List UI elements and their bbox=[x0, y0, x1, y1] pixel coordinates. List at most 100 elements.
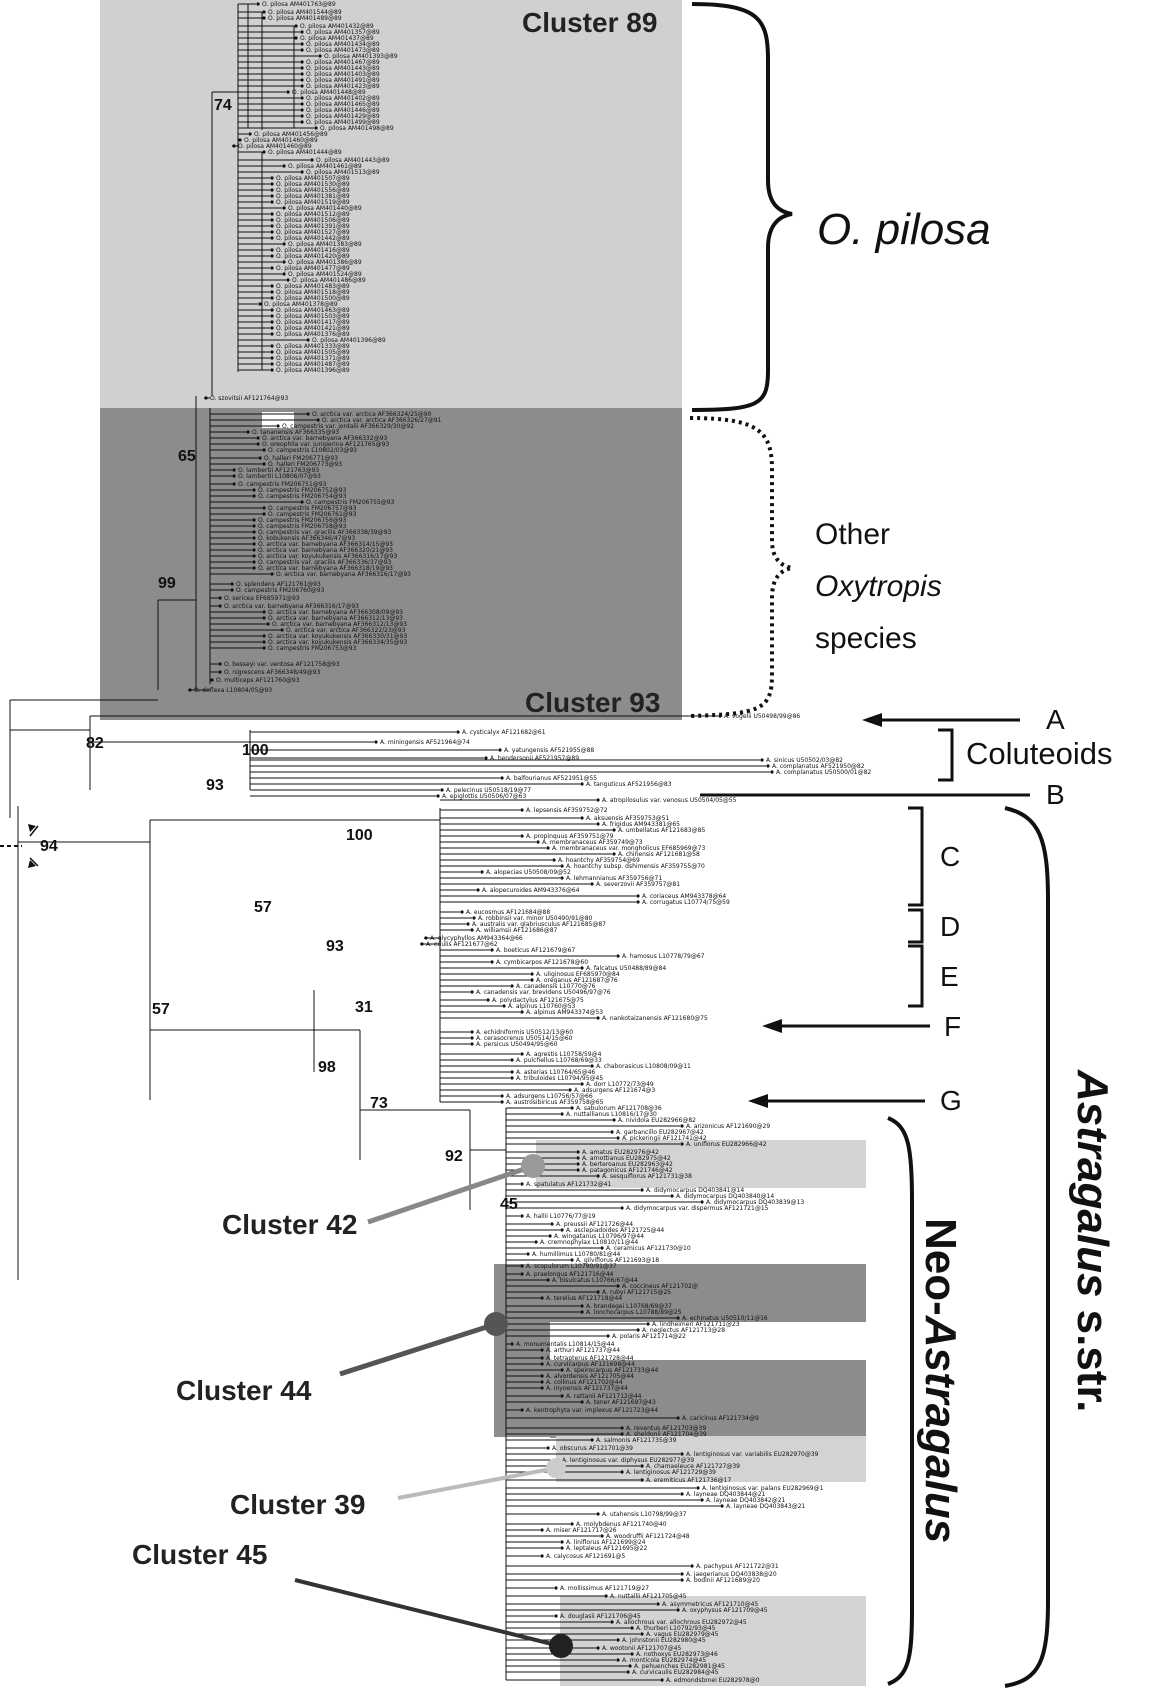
oxytropis-tip: O. deflexa L10804/05@93 bbox=[194, 687, 272, 694]
cluster-44-pointer bbox=[339, 1321, 497, 1377]
tip-marker bbox=[498, 748, 502, 752]
astragalus-tip: A. lepsensis AF359752@72 bbox=[526, 807, 608, 814]
neo-astragalus-tip: A. polaris AF121714@22 bbox=[612, 1333, 686, 1340]
tip-marker bbox=[510, 984, 514, 988]
tip-marker bbox=[262, 10, 266, 14]
neo-astragalus-tip: A. mollissimus AF121719@27 bbox=[560, 1585, 649, 1592]
neo-astragalus-tip: A. tener AF121697@43 bbox=[586, 1399, 656, 1406]
pilosa-tip: O. pilosa AM401518@89 bbox=[276, 289, 350, 296]
tip-marker bbox=[500, 1094, 504, 1098]
tip-marker bbox=[596, 1290, 600, 1294]
neo-astragalus-tip: A. oxyphysus AF121709@45 bbox=[682, 1607, 768, 1614]
tip-marker bbox=[262, 610, 266, 614]
neo-astragalus-tip: A. alvordensis AF121705@44 bbox=[546, 1373, 634, 1380]
oxytropis-tip: O. arctica var. arctica AF366326/27@91 bbox=[322, 417, 442, 424]
pilosa-tip: O. pilosa AM401524@89 bbox=[288, 271, 362, 278]
pilosa-tip: O. pilosa AM401446@89 bbox=[306, 107, 380, 114]
pilosa-tip: O. pilosa AM401456@89 bbox=[254, 131, 328, 138]
pilosa-tip: O. pilosa AM401505@89 bbox=[276, 349, 350, 356]
astragalus-tip: A. cerasocrenus U50514/15@60 bbox=[476, 1035, 573, 1042]
pilosa-tip: O. pilosa AM401396@89 bbox=[276, 367, 350, 374]
cluster-42-label: Cluster 42 bbox=[222, 1209, 357, 1240]
root-marker bbox=[0, 824, 39, 868]
tip-marker bbox=[656, 1602, 660, 1606]
tip-marker bbox=[270, 194, 274, 198]
astragalus-tip: A. severzovii AF359757@81 bbox=[596, 881, 680, 888]
neo-astragalus-tip: A. spatulatus AF121732@41 bbox=[526, 1181, 611, 1188]
pilosa-tip: O. pilosa AM401434@89 bbox=[306, 41, 380, 48]
tip-marker bbox=[262, 506, 266, 510]
neo-astragalus-tip: A. asymmetricus AF121710@45 bbox=[662, 1601, 758, 1608]
neo-astragalus-tip: A. collinus AF121702@44 bbox=[546, 1379, 623, 1386]
tip-marker bbox=[218, 604, 222, 608]
tip-marker bbox=[270, 254, 274, 258]
tip-marker bbox=[420, 942, 424, 946]
astragalus-tip: A. frigidus AM943381@65 bbox=[602, 821, 680, 828]
tip-marker bbox=[680, 1124, 684, 1128]
tip-marker bbox=[616, 1638, 620, 1642]
tip-marker bbox=[640, 1188, 644, 1192]
tip-labels: O. pilosa AM401763@89O. pilosa AM401544@… bbox=[188, 1, 871, 1684]
tip-marker bbox=[540, 1386, 544, 1390]
tip-marker bbox=[576, 1162, 580, 1166]
neo-astragalus-tip: A. wingatanus L10796/97@44 bbox=[554, 1233, 644, 1240]
tip-marker bbox=[256, 442, 260, 446]
pilosa-tip: O. pilosa AM401442@89 bbox=[276, 235, 350, 242]
pilosa-tip: O. pilosa AM401519@89 bbox=[276, 199, 350, 206]
tip-marker bbox=[256, 2, 260, 6]
tip-marker bbox=[576, 1150, 580, 1154]
astragalus-tip: A. canadensis var. brevidens U50496/97@7… bbox=[476, 989, 611, 996]
tip-marker bbox=[300, 72, 304, 76]
clade-d-label: D bbox=[940, 911, 960, 942]
astragalus-tip: A. umbellatus AF121683@85 bbox=[618, 827, 705, 834]
tip-marker bbox=[252, 566, 256, 570]
tip-marker bbox=[232, 468, 236, 472]
neo-astragalus-tip: A. utahensis L10798/99@37 bbox=[602, 1511, 687, 1518]
astragalus-tip: A. williamsii AF121686@87 bbox=[476, 927, 558, 934]
neo-astragalus-tip: A. pickeringii AF121741@42 bbox=[622, 1135, 707, 1142]
tip-marker bbox=[232, 144, 236, 148]
neo-astragalus-tip: A. layneae DQ403842@21 bbox=[706, 1497, 786, 1504]
tip-marker bbox=[554, 1586, 558, 1590]
tip-marker bbox=[616, 954, 620, 958]
pilosa-tip: O. pilosa AM401544@89 bbox=[268, 9, 342, 16]
tip-marker bbox=[252, 554, 256, 558]
support-92: 92 bbox=[445, 1148, 463, 1165]
clade-b-label: B bbox=[1046, 779, 1065, 810]
astragalus-tip: A. nankotaizanensis AF121680@75 bbox=[602, 1015, 708, 1022]
neo-astragalus-tip: A. reventus AF121703@39 bbox=[626, 1425, 706, 1432]
tip-marker bbox=[606, 1334, 610, 1338]
pilosa-tip: O. pilosa AM401443@89 bbox=[306, 65, 380, 72]
tip-marker bbox=[270, 176, 274, 180]
pilosa-tip: O. pilosa AM401487@89 bbox=[276, 361, 350, 368]
pilosa-tip: O. pilosa AM401403@89 bbox=[306, 71, 380, 78]
astragalus-tip: A. falcatus U50488/89@84 bbox=[586, 965, 666, 972]
pilosa-tip: O. pilosa AM401437@89 bbox=[300, 35, 374, 42]
oxytropis-tip: O. kobukensis AF366346/47@93 bbox=[258, 535, 355, 542]
oxytropis-tip: O. arctica var. koyukukensis AF366334/35… bbox=[268, 639, 407, 646]
neo-astragalus-tip: A. eremiticus AF121736@17 bbox=[646, 1477, 731, 1484]
tip-marker bbox=[424, 936, 428, 940]
oxytropis-tip: O. oreophila var. juniperina AF121765@93 bbox=[262, 441, 389, 448]
other-label-line1: Other bbox=[815, 518, 890, 551]
tip-marker bbox=[270, 356, 274, 360]
tip-marker bbox=[466, 922, 470, 926]
tip-marker bbox=[720, 1504, 724, 1508]
tip-marker bbox=[540, 1374, 544, 1378]
astragalus-tip: A. persicus U50494/95@60 bbox=[476, 1041, 558, 1048]
tip-marker bbox=[436, 794, 440, 798]
pilosa-tip: O. pilosa AM401513@89 bbox=[306, 169, 380, 176]
neo-astragalus-tip: A. nothoxys EU282973@46 bbox=[636, 1651, 718, 1658]
tip-marker bbox=[660, 1678, 664, 1682]
astragalus-tip: A. hamosus L10778/79@67 bbox=[622, 953, 705, 960]
tip-marker bbox=[676, 1416, 680, 1420]
neo-astragalus-tip: A. edmondstonei EU282978@0 bbox=[666, 1677, 760, 1684]
astragalus-tip: A. austrosibiricus AF359758@65 bbox=[506, 1099, 604, 1106]
tip-marker bbox=[262, 616, 266, 620]
tip-marker bbox=[300, 84, 304, 88]
oxytropis-tip: O. campestris var. jordalii AF366329/30@… bbox=[282, 423, 414, 430]
cluster-42-dot bbox=[521, 1154, 545, 1178]
cluster-44-box-gap1 bbox=[550, 1312, 866, 1318]
neo-astragalus-tip: A. rattanii AF121712@44 bbox=[566, 1393, 642, 1400]
tip-marker bbox=[540, 1348, 544, 1352]
